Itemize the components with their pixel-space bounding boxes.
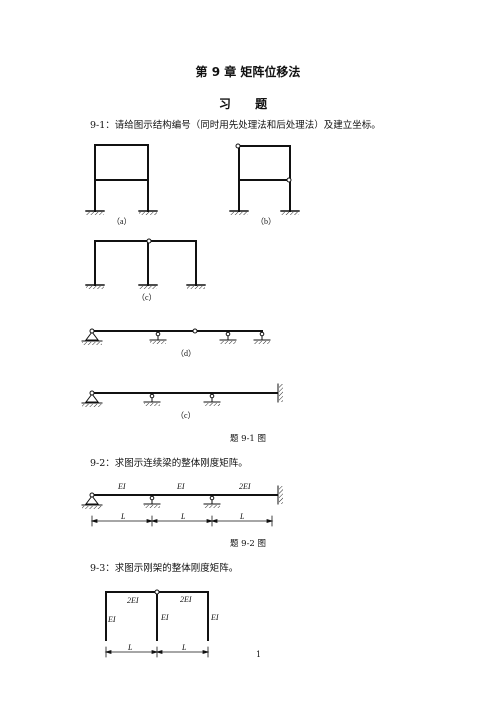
problem-9-2-text: 9-2：求图示连续梁的整体刚度矩阵。 [90,458,248,469]
section-title: 习 题 [218,97,278,111]
span-stiffness-label: EI [176,482,185,491]
column-stiffness-label: EI [210,613,219,622]
problem-9-1-text: 9-1：请给图示结构编号（同时用先处理法和后处理法）及建立坐标。 [90,120,381,131]
frame-c [94,240,197,286]
span-stiffness-label: 2EI [239,482,251,491]
figure-9-2-caption: 题 9-2 图 [229,539,267,549]
hinge-icon [146,238,152,244]
span-stiffness-label: EI [117,482,126,491]
figure-label-e: （c） [176,411,196,420]
page-number: 1 [256,650,262,659]
frame-a [94,144,149,212]
figure-label-c: （c） [137,293,157,302]
frame-b [238,145,291,212]
hinge-icon [286,177,292,183]
span-length-label: L [180,512,186,521]
frame-9-3 [105,591,209,641]
figure-label-d: （d） [176,349,196,358]
ground-hatch-icon [86,212,104,215]
chapter-title: 第 9 章 矩阵位移法 [195,65,301,79]
ground-hatch-icon [139,212,157,215]
figure-9-1-caption: 题 9-1 图 [229,434,267,444]
beam-stiffness-label: 2EI [180,595,192,604]
dimension-line-9-2 [90,515,274,527]
figure-label-a: （a） [112,217,132,226]
wall-hatch-icon [279,384,283,402]
beam-stiffness-label: 2EI [127,596,139,605]
column-stiffness-label: EI [107,615,116,624]
span-length-label: L [181,643,187,652]
column-stiffness-label: EI [160,613,169,622]
span-length-label: L [239,512,245,521]
hinge-icon [235,143,241,149]
span-length-label: L [127,643,133,652]
span-length-label: L [120,512,126,521]
dimension-line-9-3 [104,646,210,658]
problem-9-3-text: 9-3：求图示刚架的整体刚度矩阵。 [90,563,239,574]
figure-label-b: （b） [256,217,276,226]
